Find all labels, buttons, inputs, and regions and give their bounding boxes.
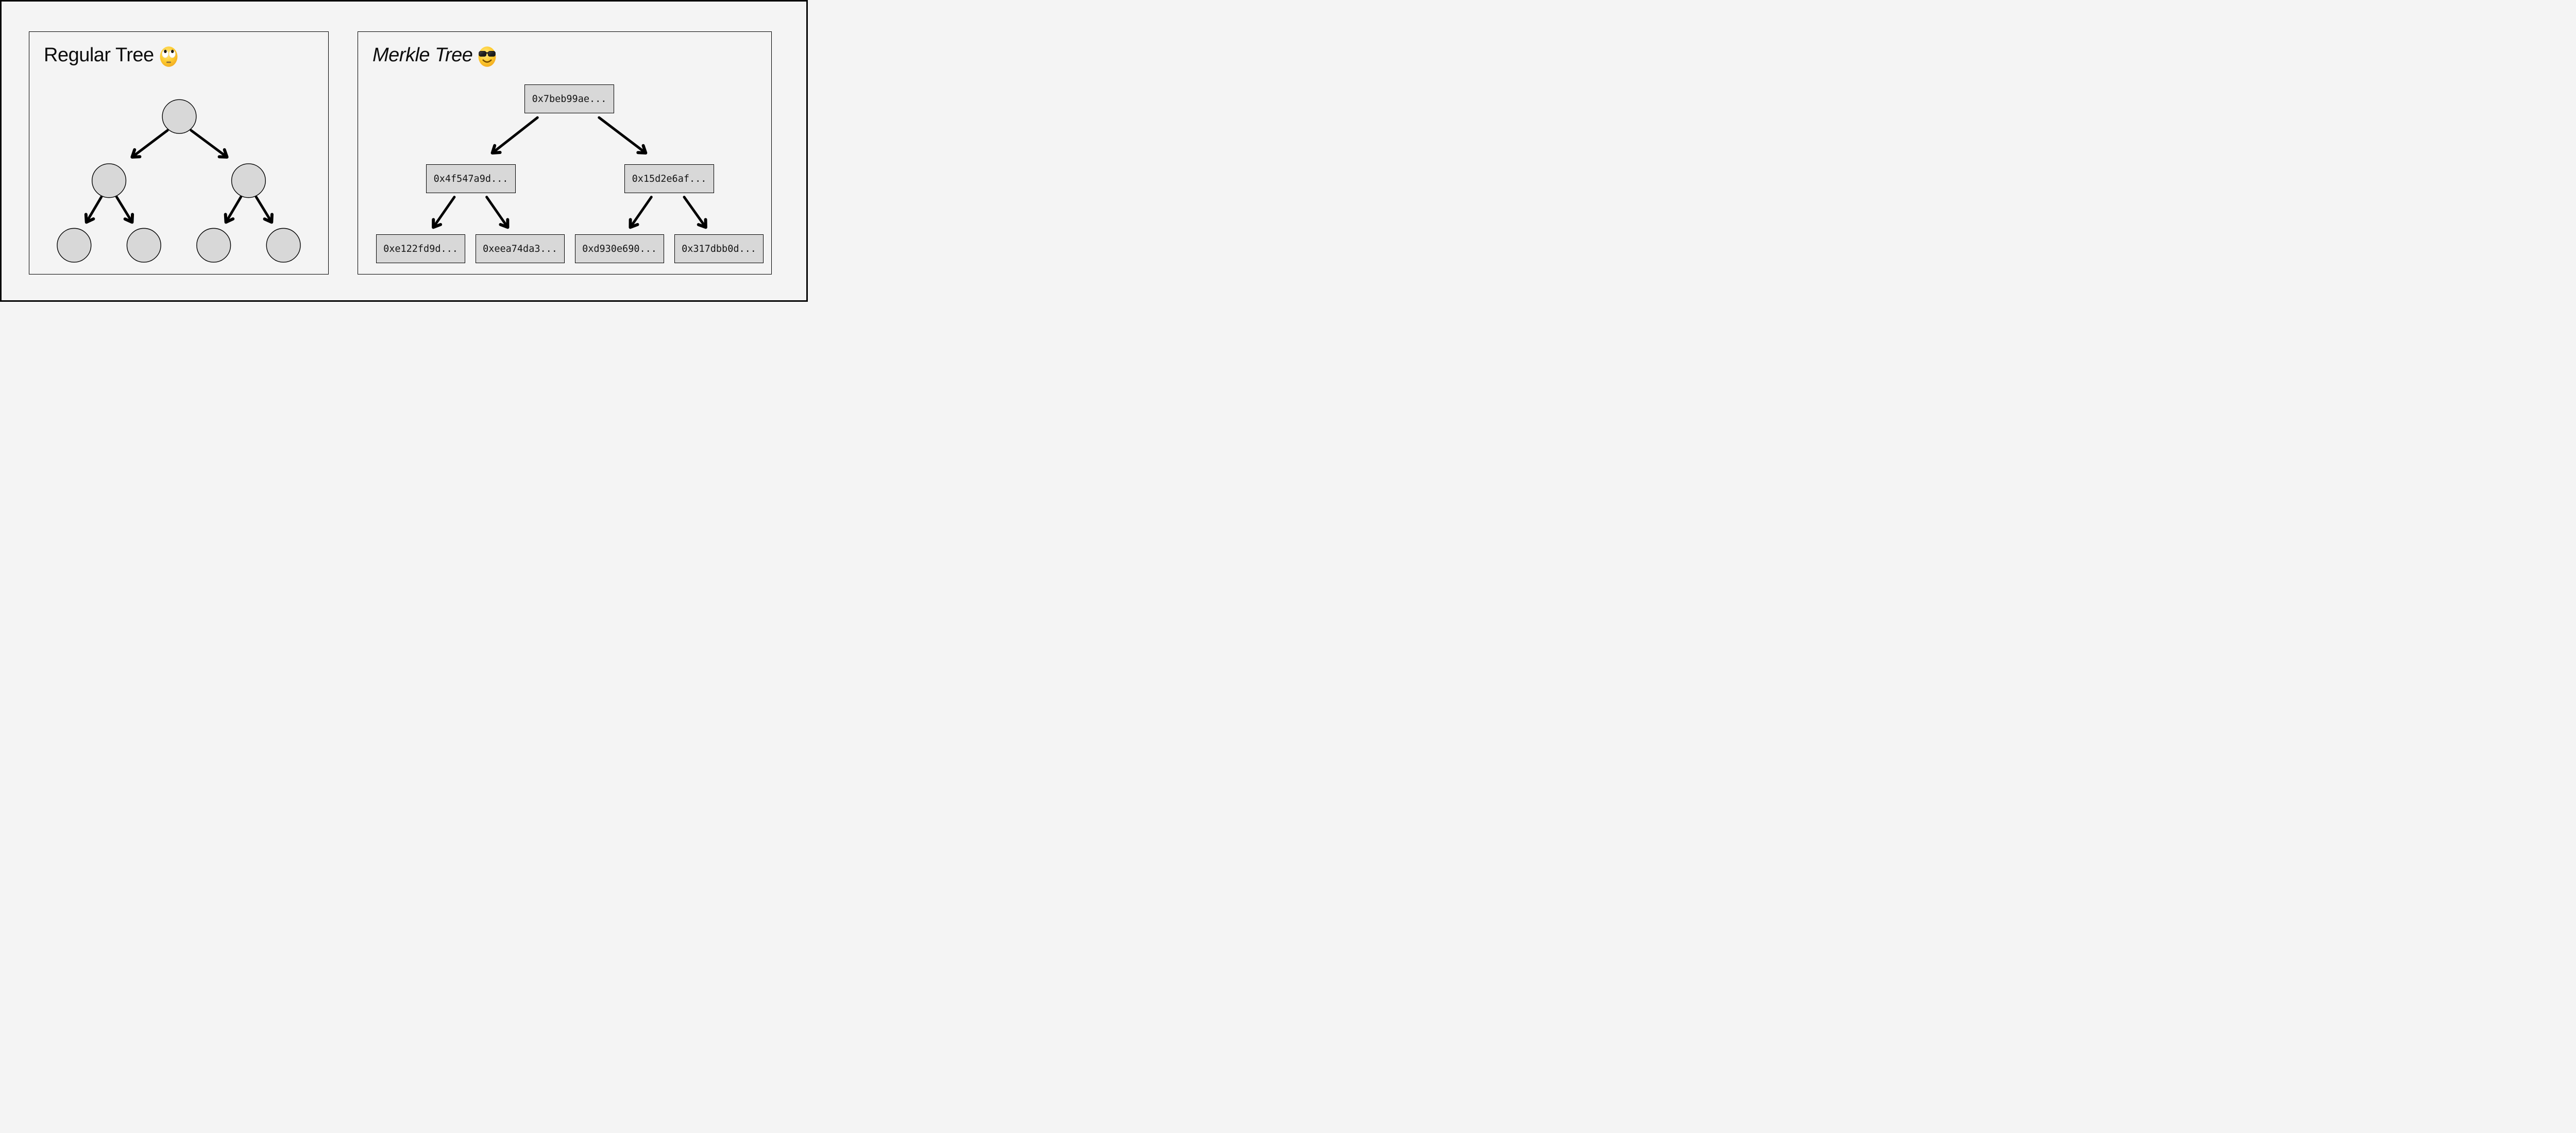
tree-node-circle <box>231 163 266 198</box>
tree-root-circle <box>162 99 197 134</box>
tree-leaf-circle <box>126 228 161 263</box>
arrow <box>629 196 653 229</box>
merkle-tree-panel: 0x7beb99ae... 0x4f547a9d... 0x15d2e6af..… <box>358 31 772 274</box>
tree-leaf-circle <box>266 228 301 263</box>
merkle-leaf-node: 0x317dbb0d... <box>674 234 764 263</box>
smiling-face-with-sunglasses-icon <box>478 46 496 67</box>
merkle-leaf-hash: 0xe122fd9d... <box>383 243 458 254</box>
diagram-frame: Regular Tree <box>0 0 808 302</box>
merkle-leaf-node: 0xeea74da3... <box>476 234 565 263</box>
arrow <box>683 196 707 229</box>
tree-node-circle <box>92 163 127 198</box>
arrow <box>490 116 539 154</box>
right-panel-title: Merkle Tree <box>372 44 497 67</box>
face-with-rolling-eyes-icon <box>160 46 178 67</box>
arrow <box>598 116 648 154</box>
merkle-leaf-node: 0xd930e690... <box>575 234 664 263</box>
right-panel-title-text: Merkle Tree <box>372 44 473 66</box>
merkle-root-node: 0x7beb99ae... <box>524 84 614 113</box>
arrow <box>115 196 134 224</box>
left-panel-title: Regular Tree <box>44 44 178 67</box>
regular-tree-panel: Regular Tree <box>29 31 329 274</box>
merkle-leaf-hash: 0xd930e690... <box>582 243 657 254</box>
merkle-branch-node: 0x15d2e6af... <box>624 164 714 193</box>
arrow <box>255 196 274 224</box>
regular-tree-diagram <box>57 99 301 263</box>
arrow <box>224 196 242 224</box>
arrow <box>190 129 229 159</box>
merkle-root-hash: 0x7beb99ae... <box>532 93 607 105</box>
arrow <box>432 196 456 229</box>
merkle-branch-hash: 0x4f547a9d... <box>433 173 509 184</box>
merkle-leaf-hash: 0xeea74da3... <box>483 243 557 254</box>
tree-leaf-circle <box>57 228 92 263</box>
merkle-branch-node: 0x4f547a9d... <box>426 164 516 193</box>
left-panel-title-text: Regular Tree <box>44 44 154 66</box>
merkle-leaf-node: 0xe122fd9d... <box>376 234 465 263</box>
merkle-branch-hash: 0x15d2e6af... <box>632 173 707 184</box>
merkle-tree-arrows <box>432 116 707 229</box>
arrow <box>485 196 510 229</box>
merkle-leaf-hash: 0x317dbb0d... <box>682 243 756 254</box>
arrow <box>84 196 103 224</box>
tree-leaf-circle <box>196 228 231 263</box>
arrow <box>130 129 169 159</box>
